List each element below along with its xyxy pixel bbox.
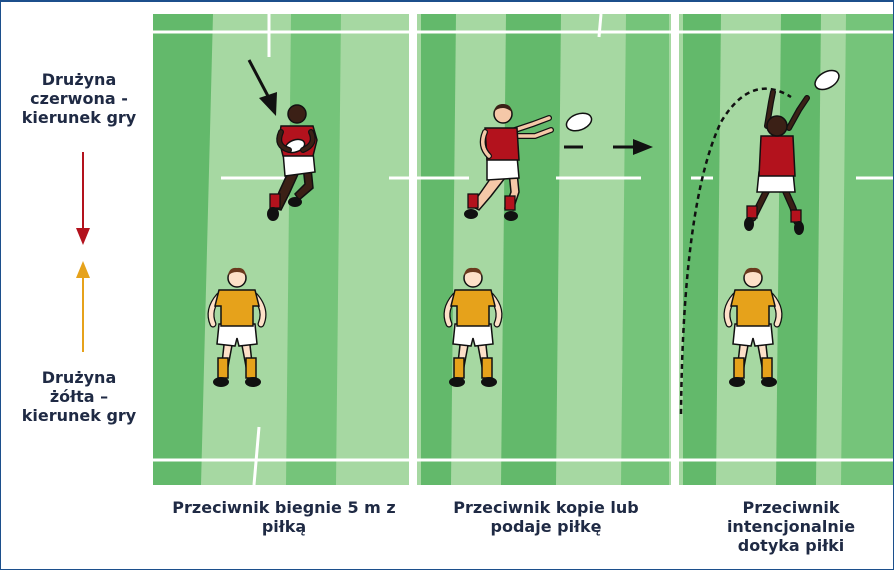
caption-line: intencjonalnie	[726, 517, 856, 536]
red-team-label-line: kierunek gry	[21, 108, 137, 127]
ball-caught	[814, 69, 840, 91]
red-player-jumping	[744, 89, 810, 235]
red-team-label-line: Drużyna	[41, 70, 117, 89]
red-team-direction-label: Drużyna czerwona - kierunek gry	[15, 70, 143, 127]
running-arrow	[247, 59, 277, 116]
yellow-direction-arrow	[76, 261, 90, 352]
caption-line: Przeciwnik	[742, 498, 840, 517]
panel-3-caption: Przeciwnik intencjonalnie dotyka piłki	[691, 498, 891, 555]
caption-line: piłką	[261, 517, 307, 536]
caption-line: dotyka piłki	[737, 536, 845, 555]
ball-trajectory	[679, 87, 792, 415]
pass-direction-arrow	[564, 139, 653, 155]
yellow-team-label-line: kierunek gry	[21, 406, 137, 425]
red-direction-arrow	[76, 152, 90, 245]
red-player-running	[267, 104, 318, 221]
yellow-team-label-line: Drużyna	[41, 368, 117, 387]
ball-passed	[565, 112, 593, 132]
yellow-team-label-line: żółta –	[49, 387, 109, 406]
caption-line: podaje piłkę	[490, 517, 602, 536]
red-team-label-line: czerwona -	[30, 89, 128, 108]
yellow-team-direction-label: Drużyna żółta – kierunek gry	[15, 368, 143, 425]
panel-2-caption: Przeciwnik kopie lub podaje piłkę	[421, 498, 671, 536]
panel-divider	[671, 14, 679, 485]
caption-line: Przeciwnik biegnie 5 m z	[172, 498, 396, 517]
red-player-passing	[464, 104, 554, 221]
panel-1-caption: Przeciwnik biegnie 5 m z piłką	[159, 498, 409, 536]
caption-line: Przeciwnik kopie lub	[453, 498, 639, 517]
panel-divider	[409, 14, 417, 485]
